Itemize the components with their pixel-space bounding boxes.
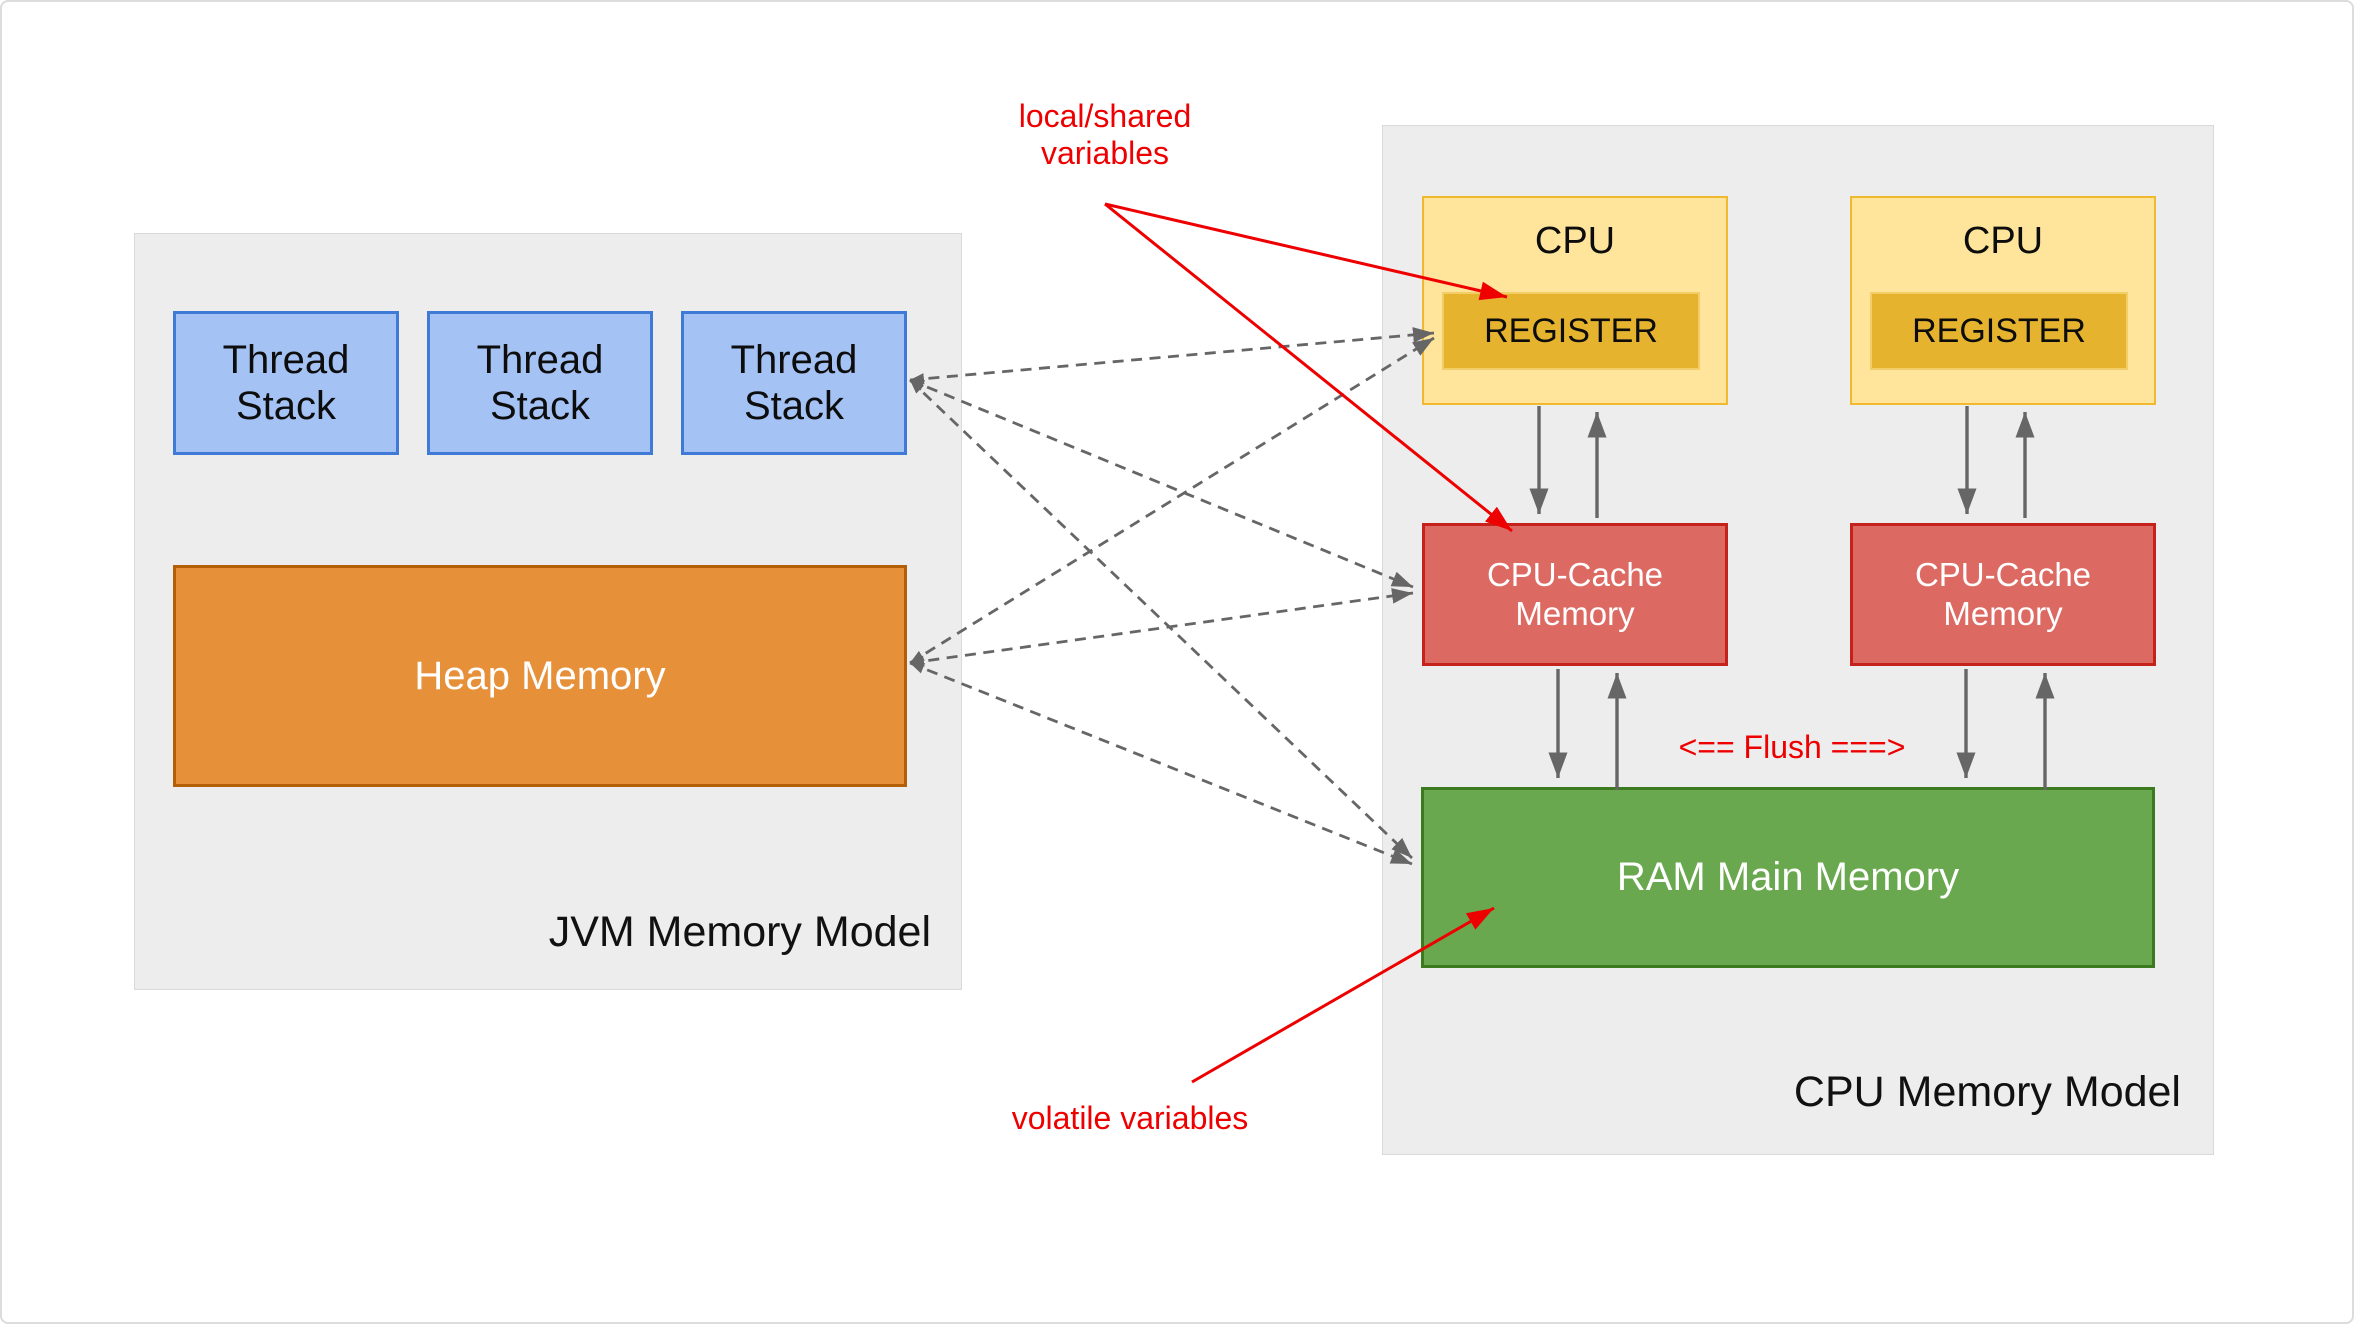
cpu-panel: CPU REGISTER CPU REGISTER CPU-Cache Memo… [1382, 125, 2214, 1155]
thread-stack-box-2: Thread Stack [427, 311, 653, 455]
cpu-label: CPU [1534, 220, 1616, 262]
thread-stack-label: Thread Stack [476, 338, 604, 428]
dashed-arrow-threadstack-register [909, 327, 1435, 385]
cpu-cache-box-1: CPU-Cache Memory [1422, 523, 1728, 666]
jvm-panel-title: JVM Memory Model [548, 908, 931, 956]
thread-stack-label: Thread Stack [730, 338, 858, 428]
volatile-variables-annotation: volatile variables [1011, 1100, 1249, 1136]
dashed-arrow-heap-cache [909, 588, 1414, 667]
cpu-cache-label: CPU-Cache Memory [1914, 555, 2092, 632]
dashed-arrow-threadstack-cache [909, 378, 1414, 589]
local-shared-variables-annotation: local/shared variables [1018, 98, 1192, 172]
dashed-arrow-heap-ram [909, 661, 1413, 866]
thread-stack-box-3: Thread Stack [681, 311, 907, 455]
cpu-label: CPU [1962, 220, 2044, 262]
cpu-cache-box-2: CPU-Cache Memory [1850, 523, 2156, 666]
ram-main-memory-box: RAM Main Memory [1421, 787, 2155, 968]
register-box-2: REGISTER [1870, 292, 2128, 370]
thread-stack-box-1: Thread Stack [173, 311, 399, 455]
thread-stack-label: Thread Stack [222, 338, 350, 428]
cpu-cache-label: CPU-Cache Memory [1486, 555, 1664, 632]
dashed-arrow-heap-register [909, 336, 1435, 665]
ram-main-memory-label: RAM Main Memory [1616, 855, 1960, 899]
cpu-panel-title: CPU Memory Model [1793, 1068, 2181, 1116]
register-box-1: REGISTER [1442, 292, 1700, 370]
heap-memory-label: Heap Memory [414, 653, 666, 698]
cpu-box-2: CPU REGISTER [1850, 196, 2156, 405]
heap-memory-box: Heap Memory [173, 565, 907, 787]
cpu-box-1: CPU REGISTER [1422, 196, 1728, 405]
jvm-panel: Thread Stack Thread Stack Thread Stack H… [134, 233, 962, 990]
flush-annotation: <== Flush ===> [1678, 729, 1906, 765]
dashed-arrow-threadstack-ram [909, 378, 1413, 860]
